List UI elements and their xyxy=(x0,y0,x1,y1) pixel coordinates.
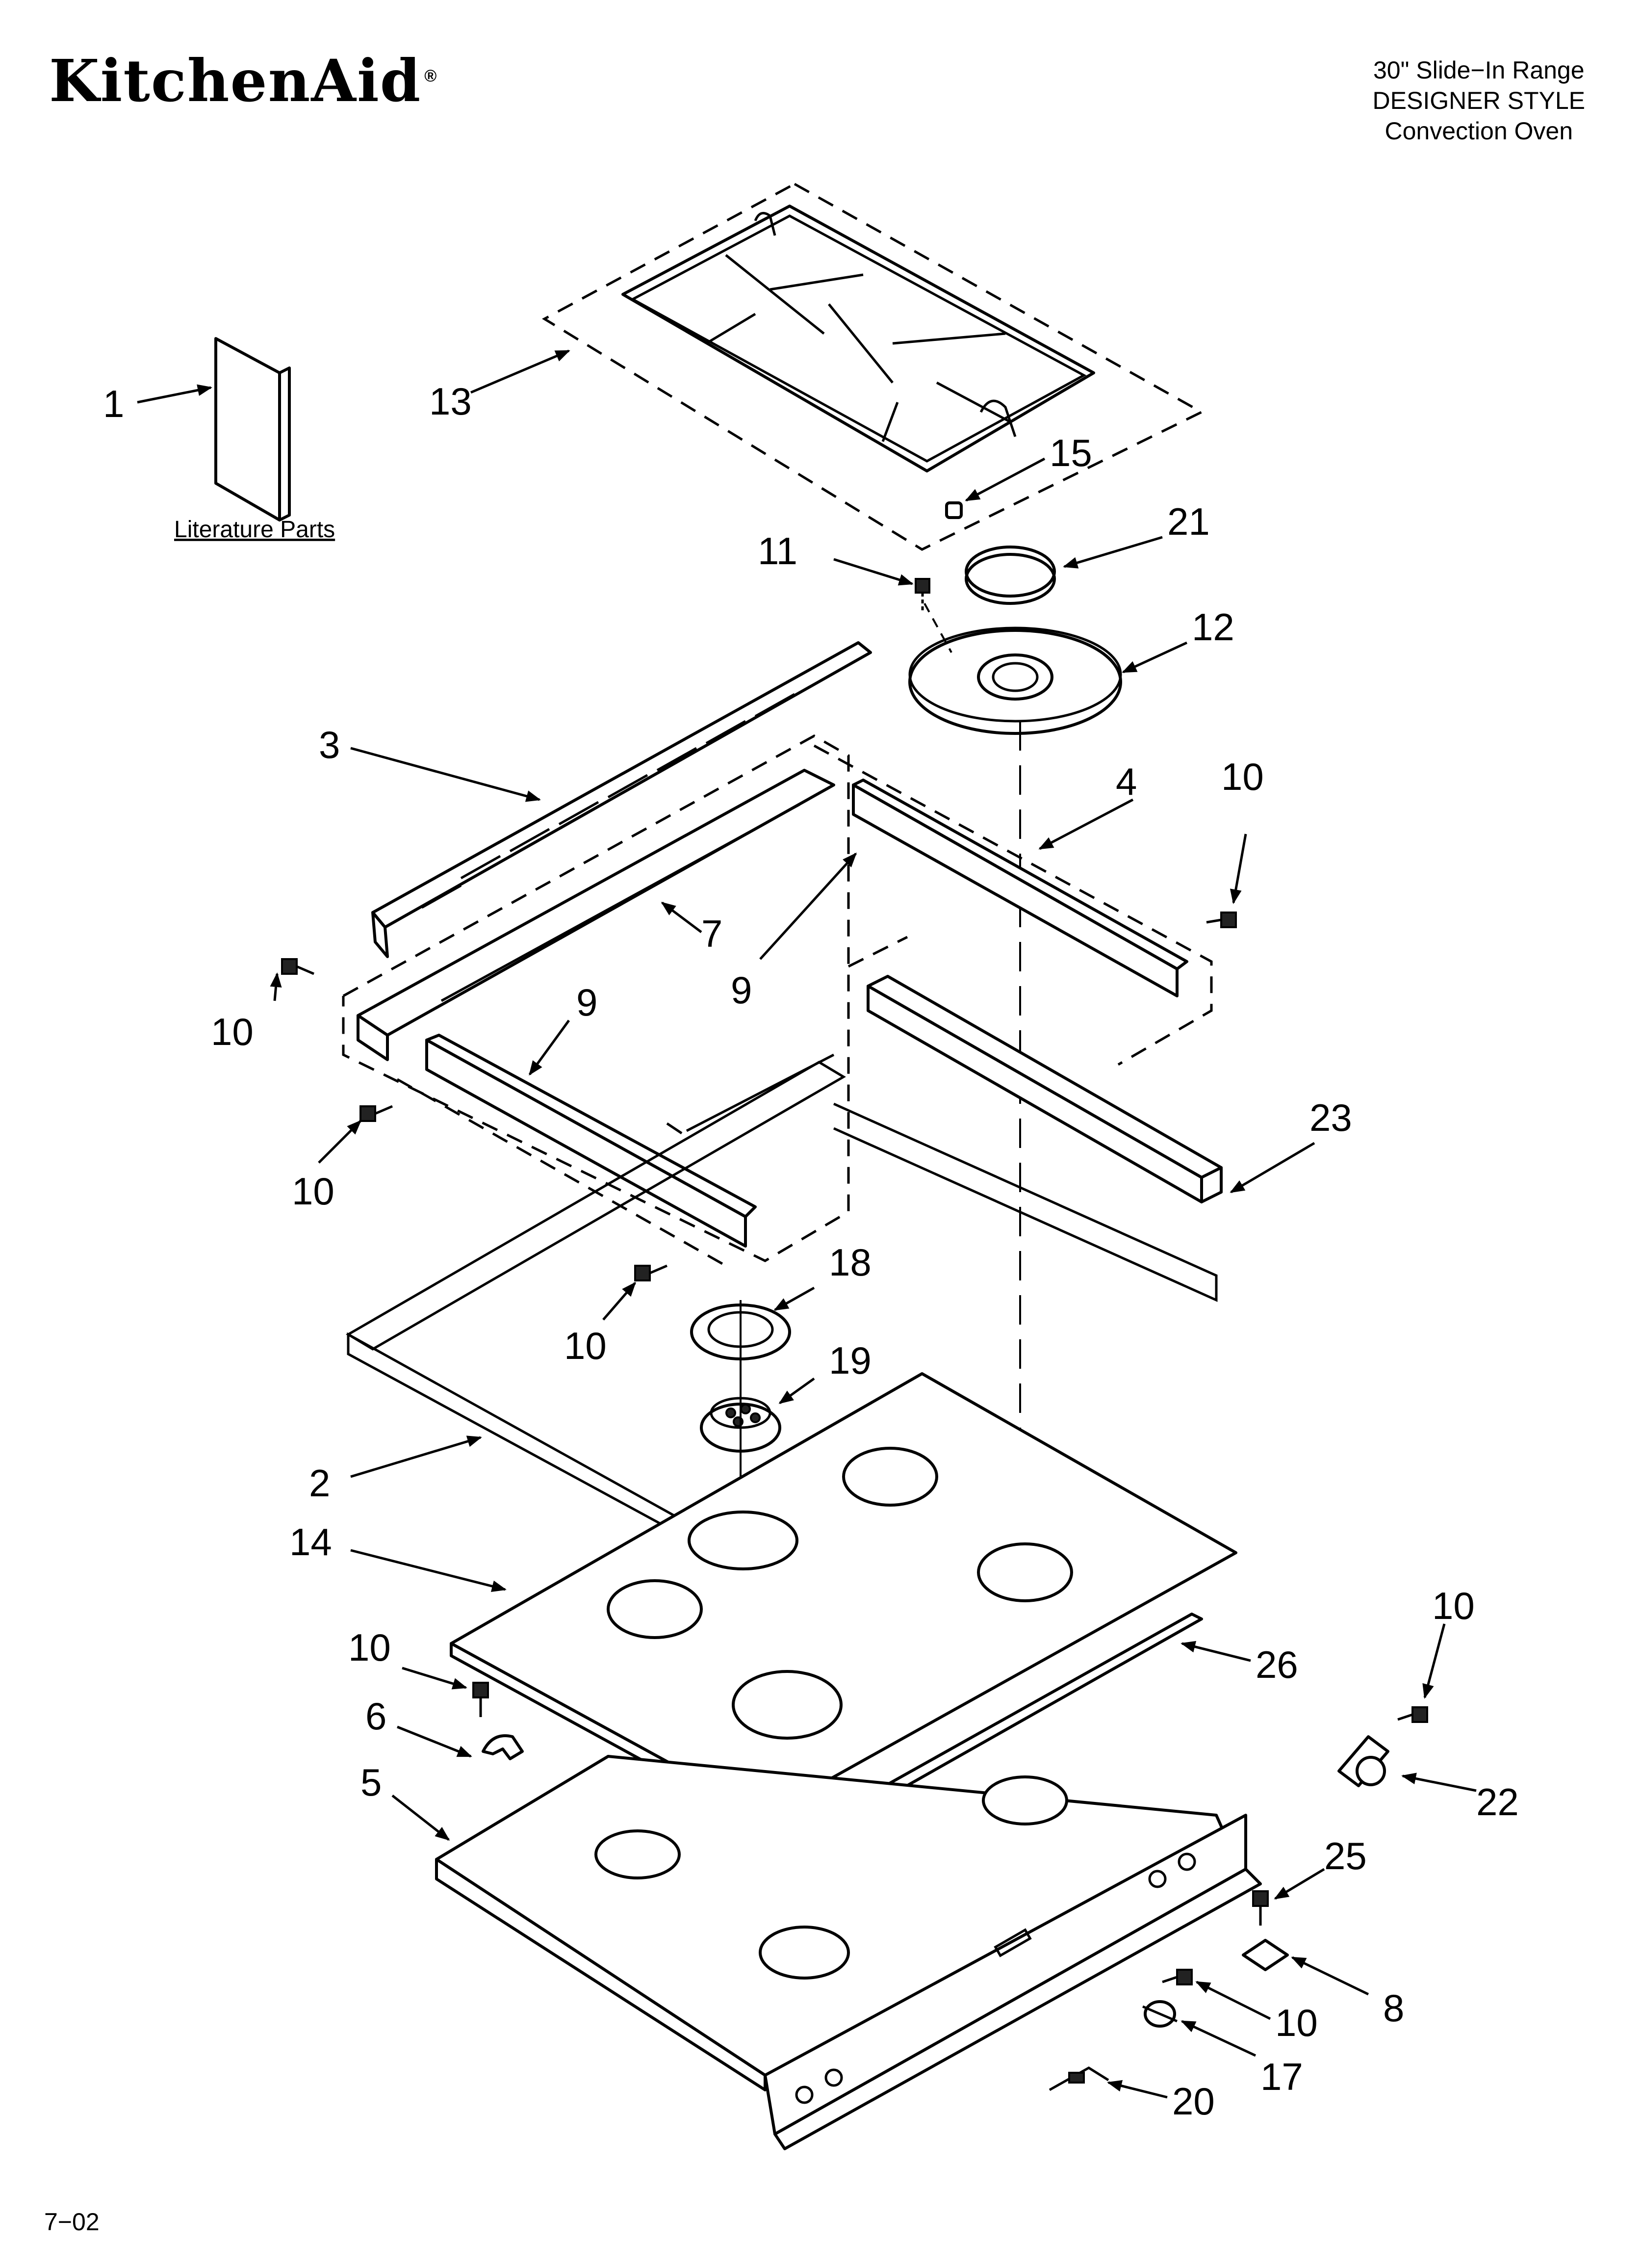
screw-10-clip xyxy=(472,1682,489,1717)
callout-23: 23 xyxy=(1309,1096,1352,1139)
callout-10-g: 10 xyxy=(1275,2001,1318,2044)
callout-1: 1 xyxy=(103,382,124,425)
callout-10-a: 10 xyxy=(1221,755,1264,798)
callout-22: 22 xyxy=(1476,1780,1519,1824)
callout-12: 12 xyxy=(1192,605,1234,649)
callout-20: 20 xyxy=(1172,2080,1215,2123)
rear-trim-panel xyxy=(371,641,872,958)
side-trim-strip xyxy=(852,779,1188,997)
logo-text: KitchenAid xyxy=(49,47,422,115)
callout-17: 17 xyxy=(1260,2055,1303,2098)
screw-10-right xyxy=(1206,912,1237,928)
callout-13: 13 xyxy=(429,380,472,423)
screw-25 xyxy=(1252,1890,1269,1926)
burner-base xyxy=(908,626,1122,735)
leader-lines xyxy=(137,349,1477,2099)
model-line-2: DESIGNER STYLE xyxy=(1372,87,1585,114)
screw-10-lower xyxy=(1162,1969,1193,1985)
callout-7: 7 xyxy=(701,912,722,955)
screw-10-igniter xyxy=(1397,1706,1428,1723)
clip-20 xyxy=(1049,2066,1109,2091)
callout-6: 6 xyxy=(365,1694,386,1738)
kitchenaid-logo: KitchenAid® xyxy=(49,47,437,115)
callout-10-e: 10 xyxy=(348,1626,391,1669)
callout-4: 4 xyxy=(1116,760,1137,803)
registered-mark: ® xyxy=(424,66,438,85)
screw-10-front xyxy=(634,1264,667,1281)
callout-18: 18 xyxy=(829,1241,872,1284)
screw-10-left-upper xyxy=(281,958,314,975)
callout-3: 3 xyxy=(319,723,340,766)
literature-book xyxy=(214,337,291,521)
callout-9-a: 9 xyxy=(731,968,752,1012)
bracket-8 xyxy=(1242,1939,1289,1971)
side-trim-dashed-outline xyxy=(813,744,1213,1066)
cooktop-panel xyxy=(450,1372,1237,1829)
screw-11 xyxy=(915,578,930,611)
model-line-3: Convection Oven xyxy=(1385,117,1573,145)
grate-dashed-outline xyxy=(541,182,1205,551)
rail-dashed-outline xyxy=(847,936,908,968)
callouts: 1 13 15 21 11 12 3 4 10 7 9 10 9 10 23 1… xyxy=(103,380,1519,2123)
callout-5: 5 xyxy=(360,1761,382,1804)
callout-10-f: 10 xyxy=(1432,1584,1475,1627)
screw-10-left-lower xyxy=(359,1105,393,1122)
rear-bracket-dashed-outline xyxy=(342,734,850,1262)
grate-foot xyxy=(945,501,963,519)
callout-10-b: 10 xyxy=(211,1010,254,1053)
igniter-17 xyxy=(1142,2000,1178,2028)
callout-9-b: 9 xyxy=(576,981,597,1024)
callout-25: 25 xyxy=(1324,1834,1367,1877)
callout-15: 15 xyxy=(1050,431,1092,474)
literature-parts-label: Literature Parts xyxy=(174,517,335,543)
callout-10-d: 10 xyxy=(564,1324,607,1367)
model-description: 30" Slide−In Range DESIGNER STYLE Convec… xyxy=(1373,55,1585,146)
callout-8: 8 xyxy=(1383,1986,1404,2030)
callout-19: 19 xyxy=(829,1339,872,1382)
date-code: 7−02 xyxy=(44,2208,100,2236)
callout-10-c: 10 xyxy=(292,1170,334,1213)
screw-center-line xyxy=(924,603,952,653)
burner-clip xyxy=(482,1734,524,1760)
callout-21: 21 xyxy=(1167,500,1210,543)
burner-cap-rim xyxy=(965,553,1056,605)
burner-grate xyxy=(621,205,1095,472)
burner-box xyxy=(435,1755,1262,2150)
callout-14: 14 xyxy=(289,1520,332,1564)
model-line-1: 30" Slide−In Range xyxy=(1373,56,1585,84)
igniter-bracket xyxy=(1337,1735,1389,1787)
front-trim-dashed-outline xyxy=(396,1078,727,1267)
callout-11: 11 xyxy=(758,529,797,573)
callout-2: 2 xyxy=(309,1461,330,1505)
side-seal-strip xyxy=(833,975,1223,1302)
burner-cap xyxy=(965,546,1056,598)
callout-26: 26 xyxy=(1256,1643,1298,1686)
front-trim-strip xyxy=(425,1034,757,1248)
rear-bracket xyxy=(357,769,835,1061)
